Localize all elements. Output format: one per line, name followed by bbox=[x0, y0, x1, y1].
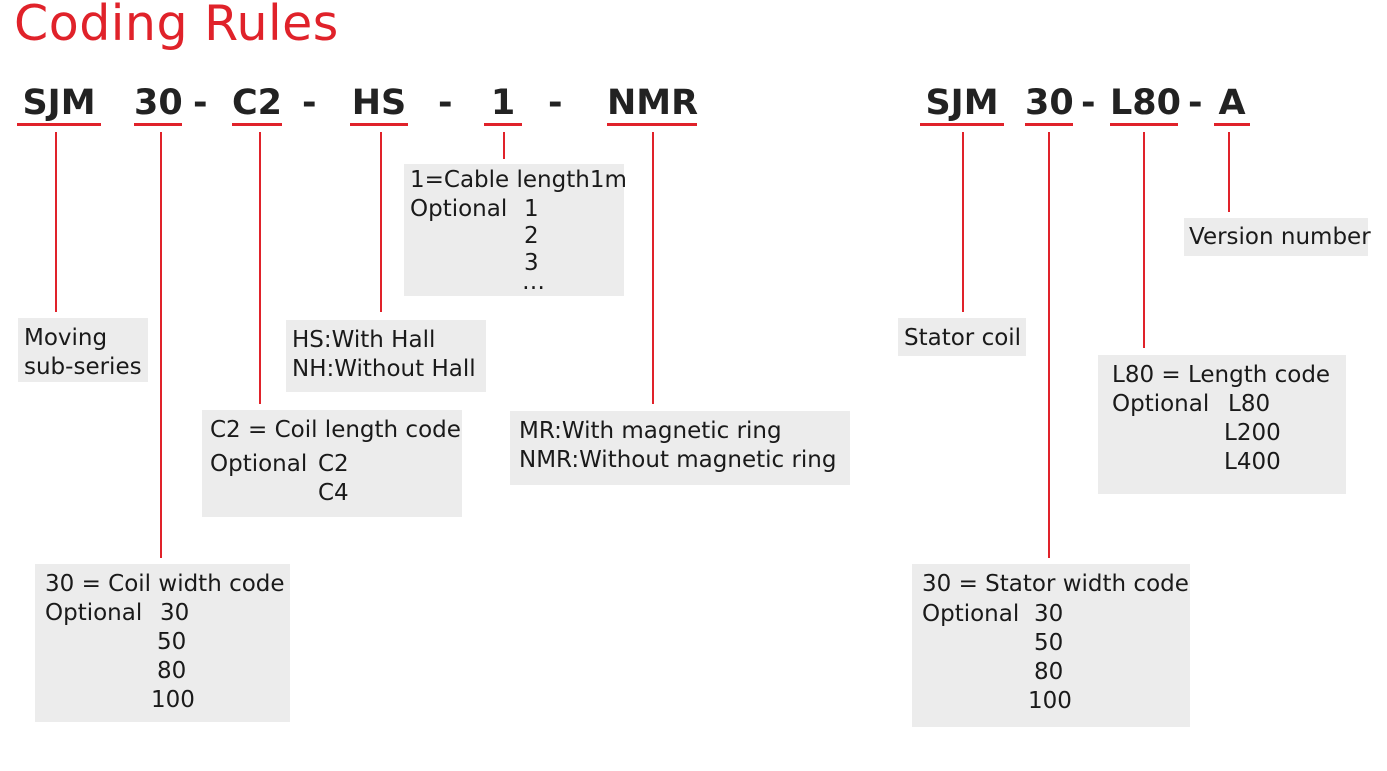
desc-box-stator: Stator coil bbox=[898, 318, 1026, 356]
connector-line bbox=[503, 132, 505, 159]
desc-heading: 30 = Stator width code bbox=[922, 571, 1189, 597]
code-series: SJM bbox=[22, 83, 96, 123]
desc-box-length: L80 = Length code Optional L80 L200 L400 bbox=[1098, 355, 1346, 494]
desc-option: 1 bbox=[524, 196, 539, 222]
desc-box-hall: HS:With Hall NH:Without Hall bbox=[286, 320, 486, 392]
code-length: L80 bbox=[1110, 83, 1182, 123]
desc-optional-label: Optional bbox=[210, 451, 308, 477]
connector-line bbox=[1228, 132, 1230, 212]
code-version: A bbox=[1218, 83, 1246, 123]
connector-line bbox=[1048, 132, 1050, 558]
desc-option: 50 bbox=[1034, 630, 1064, 656]
desc-option: 3 bbox=[524, 250, 539, 276]
desc-option: … bbox=[522, 269, 545, 295]
desc-option: 100 bbox=[1028, 688, 1072, 714]
desc-option: L400 bbox=[1224, 449, 1281, 475]
desc-line: Stator coil bbox=[904, 325, 1022, 351]
connector-line bbox=[652, 132, 654, 404]
desc-box-version: Version number bbox=[1184, 218, 1371, 256]
desc-option: 80 bbox=[157, 658, 187, 684]
underline bbox=[607, 123, 697, 126]
desc-heading: 30 = Coil width code bbox=[45, 571, 285, 597]
desc-box-width: 30 = Coil width code Optional 30 50 80 1… bbox=[35, 564, 290, 722]
underline bbox=[484, 123, 522, 126]
desc-line: sub-series bbox=[24, 354, 142, 380]
code-hall: HS bbox=[351, 83, 407, 123]
connector-line bbox=[962, 132, 964, 312]
desc-box-ring: MR:With magnetic ring NMR:Without magnet… bbox=[510, 411, 850, 485]
desc-optional-label: Optional bbox=[45, 600, 143, 626]
underline bbox=[1110, 123, 1178, 126]
separator: - bbox=[1081, 83, 1096, 123]
desc-option: 100 bbox=[151, 687, 195, 713]
separator: - bbox=[302, 83, 317, 123]
separator: - bbox=[1188, 83, 1203, 123]
separator: - bbox=[438, 83, 453, 123]
desc-optional-label: Optional bbox=[410, 196, 508, 222]
desc-line: NH:Without Hall bbox=[292, 356, 476, 382]
desc-box-length: C2 = Coil length code Optional C2 C4 bbox=[202, 410, 462, 517]
desc-heading: C2 = Coil length code bbox=[210, 417, 461, 443]
connector-line bbox=[259, 132, 261, 404]
underline bbox=[232, 123, 282, 126]
underline bbox=[350, 123, 408, 126]
desc-heading: 1=Cable length1m bbox=[410, 167, 627, 193]
code-series: SJM bbox=[925, 83, 999, 123]
desc-line: MR:With magnetic ring bbox=[519, 418, 782, 444]
underline bbox=[1025, 123, 1073, 126]
underline bbox=[920, 123, 1004, 126]
code-length: C2 bbox=[232, 83, 283, 123]
desc-option: 50 bbox=[157, 629, 187, 655]
desc-option: 2 bbox=[524, 223, 539, 249]
underline bbox=[134, 123, 182, 126]
code-width: 30 bbox=[1025, 83, 1074, 123]
separator: - bbox=[193, 83, 208, 123]
desc-line: HS:With Hall bbox=[292, 327, 436, 353]
desc-optional-label: Optional bbox=[1112, 391, 1210, 417]
desc-optional-label: Optional bbox=[922, 601, 1020, 627]
separator: - bbox=[548, 83, 563, 123]
desc-option: C2 bbox=[318, 451, 349, 477]
underline bbox=[17, 123, 101, 126]
desc-line: Moving bbox=[24, 325, 108, 351]
desc-option: 80 bbox=[1034, 659, 1064, 685]
desc-option: L200 bbox=[1224, 420, 1281, 446]
desc-option: 30 bbox=[160, 600, 190, 626]
desc-box-series: Moving sub-series bbox=[18, 318, 148, 382]
code-cable: 1 bbox=[490, 83, 516, 123]
page-title: Coding Rules bbox=[14, 0, 339, 52]
desc-line: Version number bbox=[1189, 224, 1371, 250]
desc-line: NMR:Without magnetic ring bbox=[519, 447, 837, 473]
connector-line bbox=[55, 132, 57, 312]
desc-option: 30 bbox=[1034, 601, 1064, 627]
connector-line bbox=[380, 132, 382, 312]
desc-box-width: 30 = Stator width code Optional 30 50 80… bbox=[912, 564, 1190, 727]
connector-line bbox=[160, 132, 162, 558]
desc-option: L80 bbox=[1228, 391, 1271, 417]
desc-option: C4 bbox=[318, 480, 349, 506]
desc-box-cable: 1=Cable length1m Optional 1 2 3 … bbox=[404, 164, 627, 296]
connector-line bbox=[1143, 132, 1145, 348]
code-width: 30 bbox=[134, 83, 183, 123]
underline bbox=[1214, 123, 1250, 126]
desc-heading: L80 = Length code bbox=[1112, 362, 1331, 388]
code-ring: NMR bbox=[607, 83, 699, 123]
